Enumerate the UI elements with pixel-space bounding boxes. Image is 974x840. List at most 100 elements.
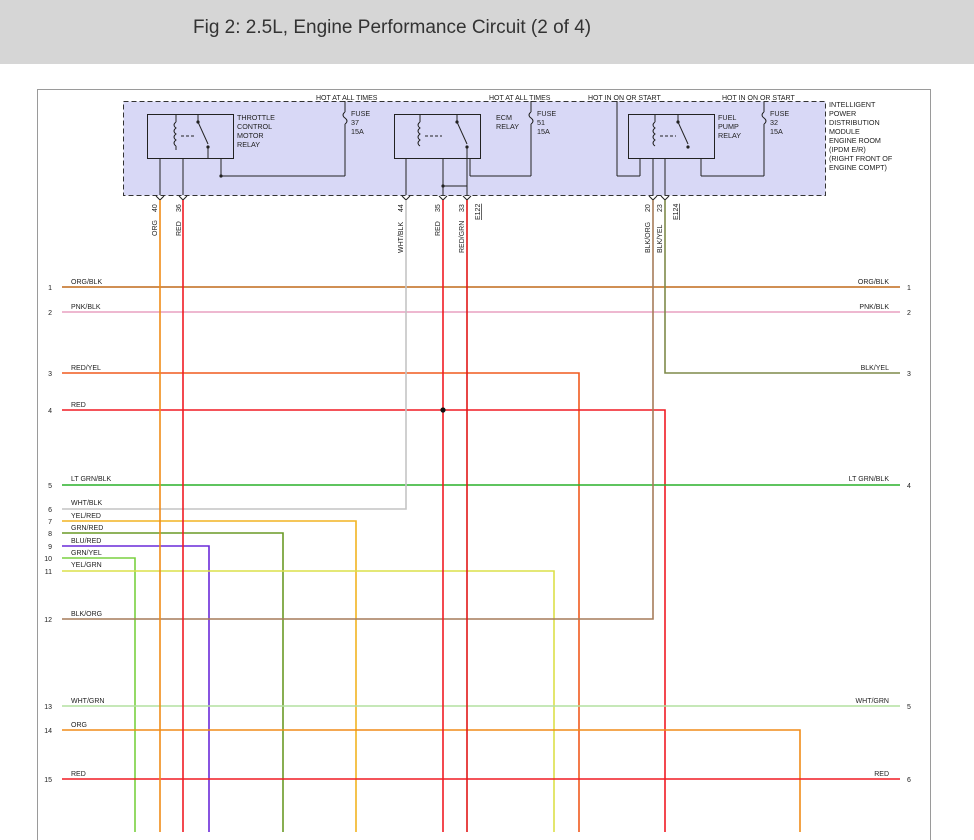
svg-text:5: 5 [48, 483, 52, 490]
ecm-relay-box [394, 114, 481, 159]
fuse-37-label: FUSE 37 15A [351, 109, 372, 136]
pin-44-color: WHT/BLK [398, 222, 405, 253]
pin-23-number: 23 [657, 204, 664, 212]
svg-text:11: 11 [45, 569, 52, 576]
hot-label-3: HOT IN ON OR START [588, 95, 661, 102]
ecm-relay-label: ECM RELAY [496, 113, 519, 131]
svg-text:6: 6 [907, 777, 911, 784]
pin-20-color: BLK/ORG [645, 222, 652, 253]
wire-8-grn-red [62, 532, 284, 832]
wire-pin23-blk-yel [664, 200, 900, 374]
pin-44-number: 44 [398, 204, 405, 212]
svg-text:WHT/GRN: WHT/GRN [856, 698, 889, 705]
pin-20-number: 20 [645, 204, 652, 212]
left-wire-labels: 1 ORG/BLK 2 PNK/BLK 3 RED/YEL 4 RED 5 LT… [44, 279, 111, 784]
wire-11-yel-grn [62, 570, 555, 832]
ecm-relay-group [394, 101, 534, 195]
diagram-border [37, 89, 931, 840]
svg-text:13: 13 [44, 704, 52, 711]
svg-text:YEL/RED: YEL/RED [71, 513, 101, 520]
svg-text:RED: RED [71, 402, 86, 409]
hot-label-1: HOT AT ALL TIMES [316, 95, 378, 102]
svg-text:LT GRN/BLK: LT GRN/BLK [849, 476, 890, 483]
pin-36-color: RED [176, 221, 183, 236]
svg-text:3: 3 [48, 371, 52, 378]
fuse-32-label: FUSE 32 15A [770, 109, 791, 136]
svg-text:BLK/ORG: BLK/ORG [71, 611, 102, 618]
wire-3-red-yel [62, 372, 580, 832]
svg-text:PNK/BLK: PNK/BLK [71, 304, 101, 311]
wire-4-red [62, 409, 666, 832]
throttle-relay-coil [173, 121, 177, 147]
connector-e124-label: E124 [673, 204, 680, 220]
pin-36-number: 36 [176, 204, 183, 212]
throttle-relay-label: THROTTLE CONTROL MOTOR RELAY [237, 113, 277, 149]
fuel-pump-relay-box [628, 114, 715, 159]
wire-14-org [62, 729, 801, 832]
right-wire-labels: ORG/BLK 1 PNK/BLK 2 BLK/YEL 3 LT GRN/BLK… [849, 279, 911, 784]
pin-35-number: 35 [435, 204, 442, 212]
figure-title: Fig 2: 2.5L, Engine Performance Circuit … [193, 17, 592, 38]
connector-e122-label: E122 [475, 204, 482, 220]
svg-text:YEL/GRN: YEL/GRN [71, 562, 102, 569]
svg-text:GRN/RED: GRN/RED [71, 525, 103, 532]
throttle-relay-box [147, 114, 234, 159]
fuel-pump-relay-group [616, 101, 767, 195]
svg-text:4: 4 [907, 483, 911, 490]
hot-label-2: HOT AT ALL TIMES [489, 95, 551, 102]
svg-text:1: 1 [907, 285, 911, 292]
splice-point [440, 407, 446, 413]
svg-text:WHT/BLK: WHT/BLK [71, 500, 102, 507]
ipdm-module-label: INTELLIGENT POWER DISTRIBUTION MODULE EN… [829, 100, 894, 172]
svg-text:15: 15 [44, 777, 52, 784]
svg-text:5: 5 [907, 704, 911, 711]
svg-text:7: 7 [48, 519, 52, 526]
svg-text:RED: RED [874, 771, 889, 778]
wire-9-blu-red [62, 545, 210, 832]
pin-40-color: ORG [152, 220, 159, 236]
fuse-51-label: FUSE 51 15A [537, 109, 558, 136]
svg-text:BLU/RED: BLU/RED [71, 538, 101, 545]
pin-connectors [155, 195, 670, 201]
pin-23-color: BLK/YEL [657, 224, 664, 253]
svg-text:9: 9 [48, 544, 52, 551]
svg-text:6: 6 [48, 507, 52, 514]
svg-text:PNK/BLK: PNK/BLK [859, 304, 889, 311]
pin-35-color: RED [435, 221, 442, 236]
svg-text:1: 1 [48, 285, 52, 292]
svg-text:LT GRN/BLK: LT GRN/BLK [71, 476, 112, 483]
svg-text:4: 4 [48, 408, 52, 415]
svg-text:BLK/YEL: BLK/YEL [861, 365, 890, 372]
svg-text:ORG/BLK: ORG/BLK [71, 279, 102, 286]
wire-6-wht-blk [62, 200, 407, 510]
svg-text:RED: RED [71, 771, 86, 778]
pin-33-color: RED/GRN [459, 221, 466, 253]
harness-wires [62, 200, 900, 832]
figure-header: Fig 2: 2.5L, Engine Performance Circuit … [0, 0, 974, 64]
svg-text:2: 2 [48, 310, 52, 317]
pin-40-number: 40 [152, 204, 159, 212]
svg-text:GRN/YEL: GRN/YEL [71, 550, 102, 557]
fuse-37-symbol [342, 111, 348, 125]
fuse-32-symbol [761, 111, 767, 125]
throttle-relay-group [147, 101, 348, 195]
pin-33-number: 33 [459, 204, 466, 212]
svg-text:14: 14 [44, 728, 52, 735]
ecm-relay-coil [417, 121, 421, 147]
wire-12-blk-org [62, 200, 654, 620]
svg-text:10: 10 [44, 556, 52, 563]
svg-text:RED/YEL: RED/YEL [71, 365, 101, 372]
svg-text:WHT/GRN: WHT/GRN [71, 698, 104, 705]
hot-label-4: HOT IN ON OR START [722, 95, 795, 102]
fuel-pump-relay-coil [652, 121, 656, 147]
ipdm-module-box [123, 101, 826, 196]
svg-text:ORG: ORG [71, 722, 87, 729]
svg-text:2: 2 [907, 310, 911, 317]
svg-text:12: 12 [44, 617, 52, 624]
fuel-pump-relay-label: FUEL PUMP RELAY [718, 113, 741, 140]
wire-10-grn-yel [62, 557, 136, 832]
svg-text:3: 3 [907, 371, 911, 378]
svg-text:ORG/BLK: ORG/BLK [858, 279, 889, 286]
svg-text:8: 8 [48, 531, 52, 538]
